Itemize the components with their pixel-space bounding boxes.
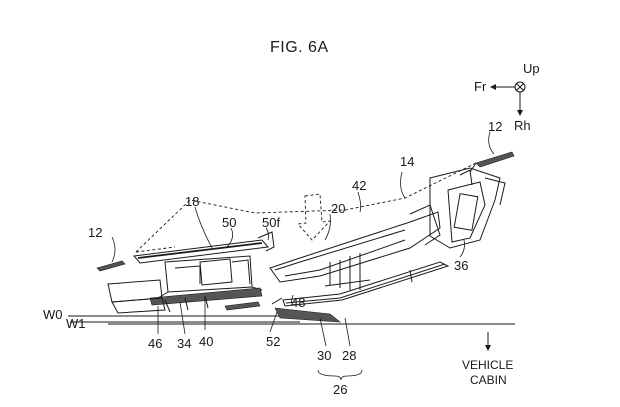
label-12-right: 12: [488, 119, 502, 134]
label-20: 20: [331, 201, 345, 216]
label-w0: W0: [43, 307, 63, 322]
down-arrow-icon: [297, 193, 332, 241]
part-20-panel: [269, 211, 441, 290]
part-12-left: [96, 260, 126, 272]
brace-26-icon: [317, 369, 363, 381]
part-52-rail: [271, 297, 341, 323]
reference-numerals: 12 12 14 18 20 42 50 50f 36 48 52 46 34 …: [88, 119, 502, 397]
part-50-cover: [133, 231, 275, 264]
dashed-envelope: [135, 161, 479, 253]
label-30: 30: [317, 348, 331, 363]
lower-base: [107, 279, 263, 314]
label-14: 14: [400, 154, 414, 169]
label-vehicle: VEHICLE: [462, 358, 513, 372]
label-52: 52: [266, 334, 280, 349]
label-18: 18: [185, 194, 199, 209]
label-cabin: CABIN: [470, 373, 507, 387]
label-42: 42: [352, 178, 366, 193]
leader-lines: [111, 131, 495, 381]
part-48-duct: [282, 261, 450, 307]
part-36-structure: [409, 167, 506, 249]
label-36: 36: [454, 258, 468, 273]
label-40: 40: [199, 334, 213, 349]
reference-lines: W0 W1: [43, 307, 515, 331]
label-26: 26: [333, 382, 347, 397]
label-50f: 50f: [262, 215, 280, 230]
label-up: Up: [523, 61, 540, 76]
figure-title: FIG. 6A: [270, 39, 329, 56]
label-46: 46: [148, 336, 162, 351]
label-rh: Rh: [514, 118, 531, 133]
airflow-arrow: [297, 193, 332, 241]
label-12-left: 12: [88, 225, 102, 240]
label-fr: Fr: [474, 79, 487, 94]
label-34: 34: [177, 336, 191, 351]
orientation-indicator: Fr Up Rh: [474, 61, 540, 133]
label-48: 48: [291, 295, 305, 310]
label-50: 50: [222, 215, 236, 230]
label-w1: W1: [66, 316, 86, 331]
label-28: 28: [342, 348, 356, 363]
part-12-right: [469, 151, 515, 173]
